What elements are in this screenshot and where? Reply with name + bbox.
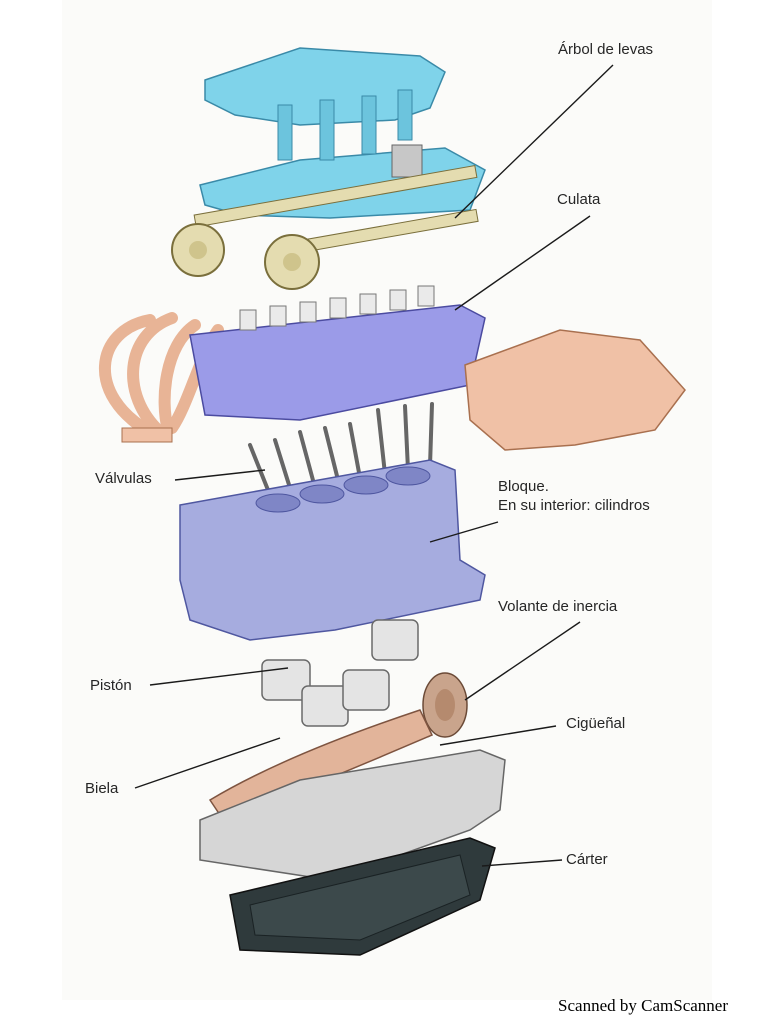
label-piston: Pistón bbox=[90, 677, 132, 694]
oil-pan bbox=[229, 837, 496, 956]
intake-manifold bbox=[464, 329, 686, 451]
label-ciguenal: Cigüeñal bbox=[566, 715, 626, 732]
leader-lines bbox=[134, 64, 614, 867]
scanner-watermark: Scanned by CamScanner bbox=[558, 996, 728, 1015]
engine-block bbox=[179, 459, 486, 641]
flywheel bbox=[422, 672, 468, 738]
label-volante-de-inercia: Volante de inercia bbox=[498, 598, 618, 615]
label-culata: Culata bbox=[557, 191, 601, 208]
cylinder-head bbox=[189, 285, 486, 421]
pistons bbox=[261, 619, 419, 727]
lower-block bbox=[199, 749, 506, 881]
label-bloque-cilindros: En su interior: cilindros bbox=[498, 497, 650, 514]
label-bloque: Bloque. bbox=[498, 478, 549, 495]
exhaust-manifold bbox=[98, 312, 224, 438]
label-valvulas: Válvulas bbox=[95, 470, 152, 487]
label-biela: Biela bbox=[85, 780, 119, 797]
valves bbox=[248, 402, 434, 492]
label-carter: Cárter bbox=[566, 851, 608, 868]
camshafts bbox=[171, 165, 479, 290]
valve-cover bbox=[199, 47, 486, 219]
label-arbol-de-levas: Árbol de levas bbox=[558, 41, 654, 58]
